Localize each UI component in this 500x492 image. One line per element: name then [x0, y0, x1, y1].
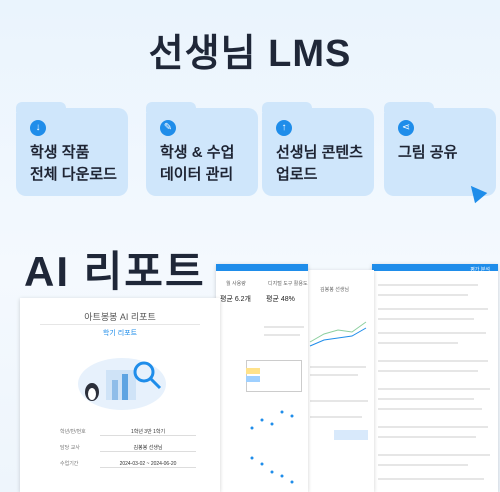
usage-label: 월 사용량 — [226, 281, 246, 287]
digital-average: 평균 48% — [266, 296, 295, 303]
feature-label: 선생님 콘텐츠 업로드 — [276, 144, 363, 183]
feature-card-share[interactable]: ⋖ 그림 공유 — [384, 102, 496, 196]
feature-label: 학생 & 수업 데이터 관리 — [160, 144, 235, 183]
upload-icon: ↑ — [276, 120, 292, 136]
feature-card-data[interactable]: ✎ 학생 & 수업 데이터 관리 — [146, 102, 258, 196]
feature-card-download[interactable]: ↓ 학생 작품 전체 다운로드 — [16, 102, 128, 196]
line-chart — [309, 321, 367, 347]
page-tag: 평가 분석 — [470, 267, 490, 273]
digital-label: 디지털 도구 활용도 — [268, 281, 308, 287]
feature-card-upload[interactable]: ↑ 선생님 콘텐츠 업로드 — [262, 102, 374, 196]
teacher-name: 김봉봉 선생님 — [320, 287, 349, 293]
feature-label: 그림 공유 — [398, 144, 458, 161]
report-preview: 평가 분석 김봉봉 선생님 월 사용량 디지털 도구 활용도 평 — [0, 262, 500, 492]
scatter-chart — [250, 410, 294, 430]
report-page-2: 월 사용량 디지털 도구 활용도 평균 6.2개 평균 48% — [216, 264, 308, 492]
download-icon: ↓ — [30, 120, 46, 136]
section-title: AI 리포트 — [24, 248, 206, 295]
scatter-chart-2 — [250, 456, 294, 484]
share-icon: ⋖ — [398, 120, 414, 136]
usage-average: 평균 6.2개 — [220, 296, 251, 303]
report-page-4: 평가 분석 — [372, 264, 498, 492]
report-page-3: 김봉봉 선생님 — [304, 270, 374, 492]
report-title: 아트봉봉 AI 리포트 — [84, 312, 156, 322]
report-illustration — [78, 358, 166, 410]
feature-label: 학생 작품 전체 다운로드 — [30, 144, 117, 183]
page-title: 선생님 LMS — [148, 33, 352, 75]
pencil-icon: ✎ — [160, 120, 176, 136]
report-subtitle: 학기 리포트 — [102, 330, 138, 337]
